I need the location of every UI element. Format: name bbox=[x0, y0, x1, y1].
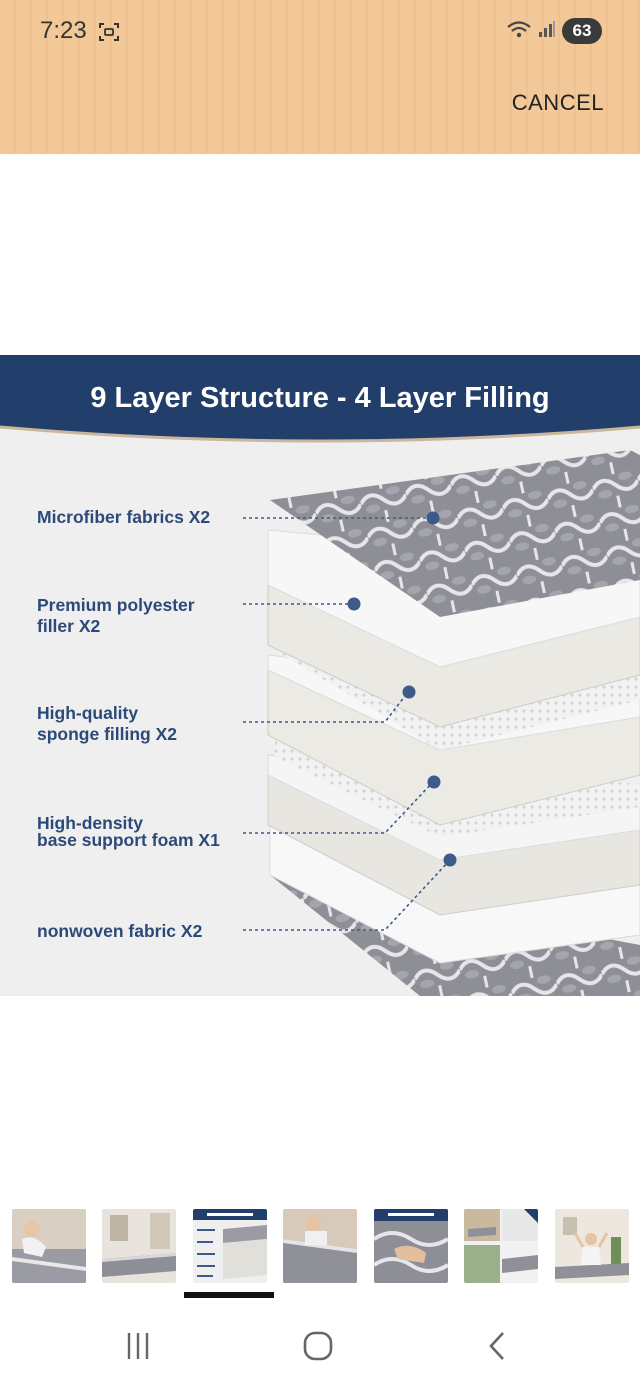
banner bbox=[0, 355, 640, 443]
home-icon[interactable] bbox=[288, 1322, 348, 1370]
layer-label-sponge: High-quality sponge filling X2 bbox=[37, 703, 177, 745]
thumbnail-3-active[interactable] bbox=[193, 1209, 267, 1283]
recent-apps-icon[interactable] bbox=[108, 1322, 168, 1370]
layer-label-line: filler X2 bbox=[37, 616, 101, 636]
status-time: 7:23 bbox=[40, 17, 87, 44]
layer-label-nonwoven: nonwoven fabric X2 bbox=[37, 921, 202, 942]
layer-dots bbox=[347, 511, 457, 867]
mattress-layers-illustration bbox=[0, 355, 640, 996]
status-icons: 63 bbox=[506, 18, 602, 44]
layer-label-line: High-quality bbox=[37, 703, 139, 723]
layer-dot bbox=[426, 511, 440, 525]
active-thumbnail-indicator bbox=[184, 1292, 274, 1298]
layer-label-base-foam: High-density base support foam X1 bbox=[37, 813, 220, 850]
layer-label-line: High-density bbox=[37, 813, 143, 833]
layer-label-line: nonwoven fabric X2 bbox=[37, 921, 203, 941]
thumbnail-strip bbox=[0, 1209, 640, 1285]
layer-dot bbox=[443, 853, 457, 867]
signal-icon bbox=[538, 20, 556, 43]
thumbnail-2[interactable] bbox=[102, 1209, 176, 1283]
back-icon[interactable] bbox=[467, 1322, 527, 1370]
thumbnail-4[interactable] bbox=[283, 1209, 357, 1283]
top-bar: 7:23 6 bbox=[0, 0, 640, 154]
thumbnail-6[interactable] bbox=[464, 1209, 538, 1283]
wifi-icon bbox=[506, 19, 532, 44]
navigation-bar bbox=[0, 1300, 640, 1388]
battery-indicator: 63 bbox=[562, 18, 602, 44]
layer-label-line: sponge filling X2 bbox=[37, 724, 178, 744]
layer-label-microfiber: Microfiber fabrics X2 bbox=[37, 507, 210, 528]
product-image[interactable]: 9 Layer Structure - 4 Layer Filling Micr… bbox=[0, 355, 640, 996]
thumbnail-1[interactable] bbox=[12, 1209, 86, 1283]
layer-dot bbox=[347, 597, 361, 611]
layer-dot bbox=[402, 685, 416, 699]
thumbnail-5[interactable] bbox=[374, 1209, 448, 1283]
screenshot-icon bbox=[98, 22, 120, 42]
thumbnail-7[interactable] bbox=[555, 1209, 629, 1283]
layer-label-line: Premium polyester bbox=[37, 595, 195, 615]
leader-lines bbox=[243, 517, 451, 931]
layer-label-line: base support foam X1 bbox=[37, 830, 220, 850]
layer-label-line: Microfiber fabrics X2 bbox=[37, 507, 211, 527]
banner-title: 9 Layer Structure - 4 Layer Filling bbox=[90, 382, 550, 414]
cancel-button[interactable]: CANCEL bbox=[511, 90, 604, 115]
layer-dot bbox=[427, 775, 441, 789]
layer-label-polyester: Premium polyester filler X2 bbox=[37, 595, 195, 637]
